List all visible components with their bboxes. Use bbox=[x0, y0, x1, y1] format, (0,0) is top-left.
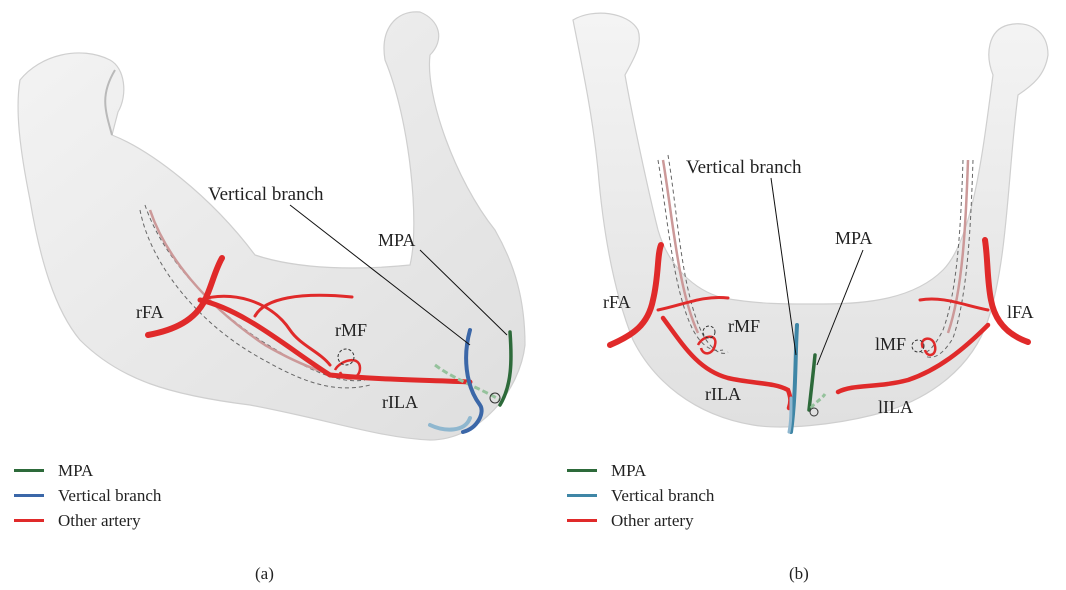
mandible-bone bbox=[18, 12, 525, 440]
legend-label-other-artery: Other artery bbox=[58, 511, 141, 531]
legend-label-vertical-branch: Vertical branch bbox=[58, 486, 161, 506]
legend-swatch-other-artery bbox=[14, 519, 44, 522]
legend-a: MPA Vertical branch Other artery bbox=[14, 458, 161, 533]
caption-a: (a) bbox=[255, 564, 274, 584]
rila-label: rILA bbox=[382, 392, 418, 412]
vertical-branch-label: Vertical branch bbox=[208, 184, 324, 205]
legend-label-other-artery: Other artery bbox=[611, 511, 694, 531]
mpa-label: MPA bbox=[835, 228, 872, 248]
panel-a: Vertical branch MPA rFA rMF rILA MPA Ver… bbox=[0, 0, 533, 590]
panel-b: Vertical branch MPA rFA rMF rILA lFA lMF… bbox=[533, 0, 1066, 590]
legend-label-mpa: MPA bbox=[611, 461, 646, 481]
legend-item-vertical-branch: Vertical branch bbox=[567, 483, 714, 508]
legend-item-vertical-branch: Vertical branch bbox=[14, 483, 161, 508]
legend-item-mpa: MPA bbox=[14, 458, 161, 483]
legend-item-other-artery: Other artery bbox=[14, 508, 161, 533]
rfa-label: rFA bbox=[136, 302, 164, 322]
caption-b: (b) bbox=[789, 564, 809, 584]
legend-label-vertical-branch: Vertical branch bbox=[611, 486, 714, 506]
legend-label-mpa: MPA bbox=[58, 461, 93, 481]
legend-swatch-mpa bbox=[14, 469, 44, 472]
legend-b: MPA Vertical branch Other artery bbox=[567, 458, 714, 533]
rmf-label: rMF bbox=[728, 316, 760, 336]
lfa-label: lFA bbox=[1007, 302, 1034, 322]
legend-item-other-artery: Other artery bbox=[567, 508, 714, 533]
legend-swatch-vertical-branch bbox=[567, 494, 597, 497]
legend-swatch-vertical-branch bbox=[14, 494, 44, 497]
mandible-bone bbox=[573, 13, 1048, 427]
rfa-label: rFA bbox=[603, 292, 631, 312]
legend-item-mpa: MPA bbox=[567, 458, 714, 483]
mpa-label: MPA bbox=[378, 230, 415, 250]
legend-swatch-mpa bbox=[567, 469, 597, 472]
lmf-label: lMF bbox=[875, 334, 906, 354]
vertical-branch-label: Vertical branch bbox=[686, 157, 802, 178]
lila-label: lILA bbox=[878, 397, 913, 417]
legend-swatch-other-artery bbox=[567, 519, 597, 522]
rila-label: rILA bbox=[705, 384, 741, 404]
rmf-label: rMF bbox=[335, 320, 367, 340]
